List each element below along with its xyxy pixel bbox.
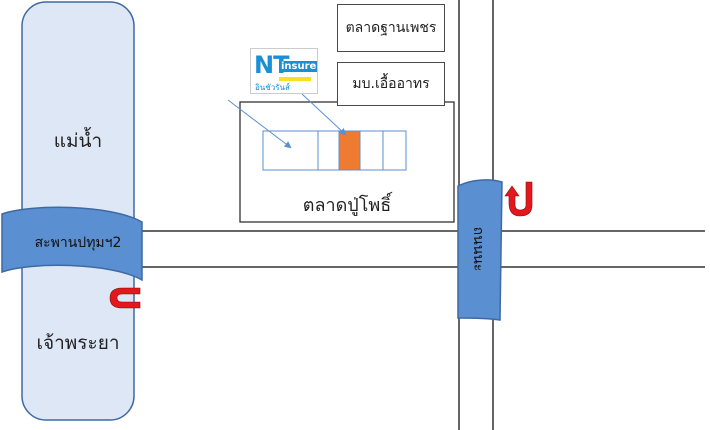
market-stall-large [262, 130, 319, 171]
nt-insure-logo: NT insure อินชัวรันส์ [250, 48, 318, 94]
market-stall [359, 130, 384, 171]
river-upper-label: แม่น้ำ [53, 130, 103, 152]
uturn-arrow-road-icon [504, 181, 533, 217]
road-label: ถนนนะ [470, 226, 486, 272]
market-stall [382, 130, 407, 171]
river-lower-label: เจ้าพระยา [36, 332, 120, 354]
bridge-banner [1, 206, 143, 282]
market-stall [317, 130, 340, 171]
logo-stripe [279, 77, 311, 81]
pointer-line-right [301, 93, 347, 136]
pointer-line-left [227, 99, 292, 149]
landmark-ua-arthorn-village: มบ.เอื้ออาทร [337, 62, 445, 106]
market-label: ตลาดปู่โพธิ์ [302, 195, 392, 216]
logo-subtext: อินชัวรันส์ [255, 83, 290, 92]
landmark-thanphet-market: ตลาดฐานเพชร [337, 4, 445, 52]
bridge-label: สะพานปทุมฯ2 [34, 235, 122, 251]
market-stall-highlight [338, 130, 361, 171]
road-banner [457, 179, 503, 321]
uturn-arrow-icon [109, 287, 141, 309]
logo-badge: insure [279, 61, 317, 72]
